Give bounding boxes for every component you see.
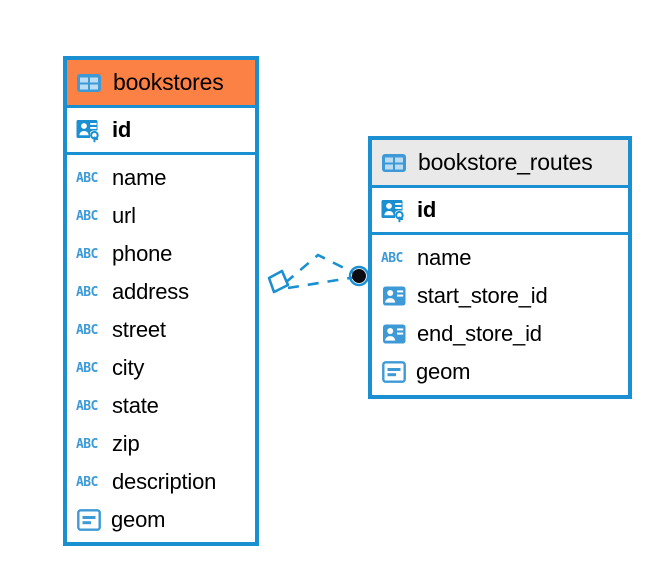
primary-key-row[interactable]: id — [372, 188, 628, 235]
field-row-name[interactable]: ABC name — [67, 159, 255, 197]
relationship-lines — [284, 253, 357, 290]
field-label: name — [417, 245, 472, 270]
field-row-city[interactable]: ABC city — [67, 349, 255, 387]
field-label: end_store_id — [417, 321, 542, 346]
entity-title: bookstore_routes — [418, 149, 593, 175]
primary-key-icon — [381, 197, 407, 223]
primary-key-label: id — [417, 197, 437, 222]
entity-header-bookstore-routes[interactable]: bookstore_routes — [372, 140, 628, 188]
field-row-street[interactable]: ABC street — [67, 311, 255, 349]
geometry-icon — [381, 361, 406, 383]
field-row-zip[interactable]: ABC zip — [67, 425, 255, 463]
field-row-name[interactable]: ABC name — [372, 239, 628, 277]
field-row-geom[interactable]: geom — [372, 353, 628, 391]
field-list-bookstore-routes: ABC name start_store_id — [372, 235, 628, 395]
abc-text-icon: ABC — [381, 250, 403, 266]
abc-text-icon: ABC — [76, 246, 98, 262]
entity-bookstores[interactable]: bookstores id ABC name — [63, 56, 259, 546]
entity-title: bookstores — [113, 69, 224, 95]
abc-text-icon: ABC — [76, 360, 98, 376]
field-row-description[interactable]: ABC description — [67, 463, 255, 501]
field-row-start-store-id[interactable]: start_store_id — [372, 277, 628, 315]
field-label: name — [112, 165, 167, 190]
field-label: description — [112, 469, 217, 494]
field-label: start_store_id — [417, 283, 548, 308]
geometry-icon — [76, 509, 101, 531]
field-label: url — [112, 203, 136, 228]
table-icon — [76, 70, 102, 96]
field-row-phone[interactable]: ABC phone — [67, 235, 255, 273]
field-list-bookstores: ABC name ABC url ABC phone ABC address A… — [67, 155, 255, 543]
foreign-key-icon — [381, 283, 407, 309]
abc-text-icon: ABC — [76, 170, 98, 186]
table-icon — [381, 150, 407, 176]
abc-text-icon: ABC — [76, 284, 98, 300]
foreign-key-icon — [381, 321, 407, 347]
field-row-end-store-id[interactable]: end_store_id — [372, 315, 628, 353]
field-label: address — [112, 279, 189, 304]
primary-key-label: id — [112, 117, 132, 142]
relationship-line-upper — [284, 253, 357, 284]
abc-text-icon: ABC — [76, 208, 98, 224]
field-label: state — [112, 393, 159, 418]
field-label: phone — [112, 241, 173, 266]
entity-header-bookstores[interactable]: bookstores — [67, 60, 255, 108]
field-row-geom[interactable]: geom — [67, 501, 255, 539]
abc-text-icon: ABC — [76, 436, 98, 452]
field-label: street — [112, 317, 166, 342]
field-row-state[interactable]: ABC state — [67, 387, 255, 425]
primary-key-row[interactable]: id — [67, 108, 255, 155]
abc-text-icon: ABC — [76, 322, 98, 338]
abc-text-icon: ABC — [76, 398, 98, 414]
field-label: geom — [416, 359, 471, 384]
field-label: city — [112, 355, 145, 380]
relationship-target-endpoint-dot[interactable] — [348, 265, 370, 287]
relationship-line-lower — [287, 275, 357, 290]
primary-key-icon — [76, 117, 102, 143]
relationship-source-endpoint-diamond[interactable] — [267, 269, 290, 294]
field-label: zip — [112, 431, 140, 456]
field-row-url[interactable]: ABC url — [67, 197, 255, 235]
entity-bookstore-routes[interactable]: bookstore_routes id ABC name — [368, 136, 632, 399]
field-row-address[interactable]: ABC address — [67, 273, 255, 311]
abc-text-icon: ABC — [76, 474, 98, 490]
field-label: geom — [111, 507, 166, 532]
